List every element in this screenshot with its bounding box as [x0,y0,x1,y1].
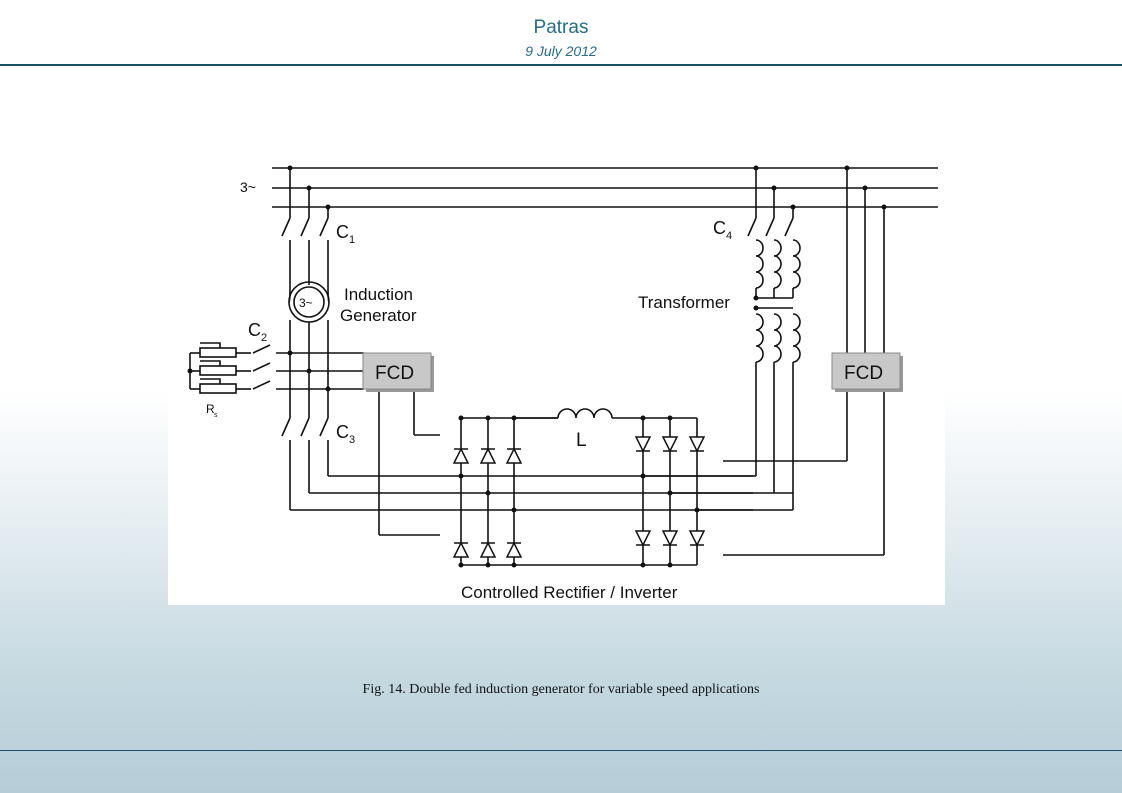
generator-label-line2: Generator [340,306,417,325]
figure-caption: Fig. 14. Double fed induction generator … [362,682,760,697]
converter-label: Controlled Rectifier / Inverter [461,583,678,602]
c3-label: C [336,422,349,442]
c4-subscript: 4 [726,230,732,242]
header-place: Patras [533,17,589,38]
header-divider [0,64,1122,66]
c2-subscript: 2 [261,332,267,344]
c3-subscript: 3 [349,434,355,446]
footer-divider [0,750,1122,751]
circuit-figure: 3~ C 1 C 2 C 3 C 4 3~ Induction Generato… [168,150,945,605]
generator-symbol: 3~ [299,296,313,310]
c4-label: C [713,218,726,238]
fcd-left-box [362,352,432,390]
fcd-right-box [831,352,901,390]
header-date: 9 July 2012 [525,43,597,59]
c1-subscript: 1 [349,234,355,246]
circuit-diagram: 3~ C 1 C 2 C 3 C 4 3~ Induction Generato… [187,165,938,602]
rs-label: R [206,402,215,416]
inductor-label: L [576,430,587,451]
rs-subscript: s [214,412,218,419]
generator-label-line1: Induction [344,285,413,304]
c2-label: C [248,320,261,340]
supply-label: 3~ [240,179,256,195]
c1-label: C [336,222,349,242]
slide-header: Patras 9 July 2012 [0,0,1122,66]
fcd-left-label: FCD [375,363,414,384]
transformer-label: Transformer [638,293,730,312]
fcd-right-label: FCD [844,363,883,384]
